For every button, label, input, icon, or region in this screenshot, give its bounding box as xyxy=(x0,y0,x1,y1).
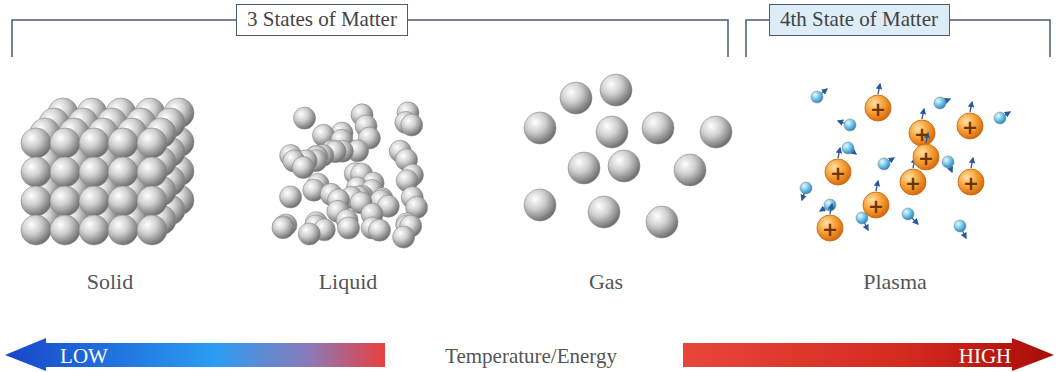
state-name: Gas xyxy=(589,271,623,293)
particle xyxy=(934,97,946,109)
particle xyxy=(608,150,640,182)
particle xyxy=(79,157,109,187)
particle xyxy=(79,128,109,158)
title-box: 4th State of Matter xyxy=(769,4,950,36)
axis-label: Temperature/Energy xyxy=(445,346,617,367)
motion-arrow xyxy=(922,109,924,119)
particle xyxy=(700,116,732,148)
scale-end: LOW xyxy=(60,346,108,367)
charge-sign: + xyxy=(870,100,886,119)
charge-sign: + xyxy=(905,174,921,193)
liquid-spheres xyxy=(272,102,428,248)
ion xyxy=(909,120,935,146)
particle xyxy=(280,186,302,208)
state-name: Plasma xyxy=(863,271,927,293)
ion xyxy=(825,159,851,185)
charge-sign: + xyxy=(830,164,846,183)
particle xyxy=(401,114,423,136)
particle xyxy=(842,142,854,154)
particle xyxy=(108,128,138,158)
ion xyxy=(900,169,926,195)
particle xyxy=(50,186,80,216)
state-name: Liquid xyxy=(319,271,378,293)
particle xyxy=(588,196,620,228)
particle xyxy=(21,186,51,216)
particle xyxy=(954,220,966,232)
charge-sign: + xyxy=(914,125,930,144)
particle xyxy=(21,157,51,187)
charge-sign: + xyxy=(963,174,979,193)
particle xyxy=(137,215,167,245)
particle xyxy=(524,189,556,221)
particle xyxy=(338,217,360,239)
particle xyxy=(524,112,556,144)
particle xyxy=(824,199,836,211)
motion-arrow xyxy=(830,204,832,214)
particle xyxy=(600,74,632,106)
title-box: 3 States of Matter xyxy=(236,4,408,36)
particle xyxy=(393,226,415,248)
ion xyxy=(817,215,843,241)
state-name: Solid xyxy=(87,271,133,293)
low-arrow xyxy=(5,338,385,371)
particle xyxy=(298,223,320,245)
particle xyxy=(878,158,890,170)
particle xyxy=(844,119,856,131)
particle xyxy=(994,112,1006,124)
ion xyxy=(958,169,984,195)
ion xyxy=(957,113,983,139)
motion-arrow xyxy=(838,148,840,158)
particle xyxy=(50,128,80,158)
particle xyxy=(108,157,138,187)
motion-arrow xyxy=(878,84,880,94)
particle xyxy=(811,91,823,103)
high-arrow xyxy=(683,338,1054,371)
particle xyxy=(272,217,294,239)
title-text: 4th State of Matter xyxy=(780,8,938,31)
charge-sign: + xyxy=(822,220,838,239)
particle xyxy=(294,107,316,129)
particle xyxy=(137,157,167,187)
particle xyxy=(292,156,314,178)
particle xyxy=(21,128,51,158)
particle xyxy=(674,154,706,186)
motion-arrow xyxy=(971,158,973,168)
charge-sign: + xyxy=(962,118,978,137)
particle xyxy=(368,219,390,241)
charge-sign: + xyxy=(868,197,884,216)
particle xyxy=(596,116,628,148)
particle xyxy=(560,82,592,114)
particle xyxy=(137,186,167,216)
ion xyxy=(865,95,891,121)
particle xyxy=(642,112,674,144)
particle xyxy=(942,156,954,168)
particle xyxy=(568,152,600,184)
particle xyxy=(646,206,678,238)
gas-spheres xyxy=(524,74,732,238)
particle xyxy=(800,182,812,194)
particle xyxy=(79,215,109,245)
particle xyxy=(108,215,138,245)
title-text: 3 States of Matter xyxy=(247,8,397,31)
particle xyxy=(137,128,167,158)
particle xyxy=(902,208,914,220)
particle xyxy=(79,186,109,216)
solid-spheres xyxy=(21,98,194,245)
particle xyxy=(108,186,138,216)
ion xyxy=(863,192,889,218)
scale-end: HIGH xyxy=(959,346,1012,367)
motion-arrow xyxy=(970,102,972,112)
plasma-particles xyxy=(800,84,1010,241)
particle xyxy=(50,215,80,245)
charge-sign: + xyxy=(918,149,934,168)
ion xyxy=(913,144,939,170)
particle xyxy=(50,157,80,187)
particle xyxy=(21,215,51,245)
motion-arrow xyxy=(876,181,878,191)
